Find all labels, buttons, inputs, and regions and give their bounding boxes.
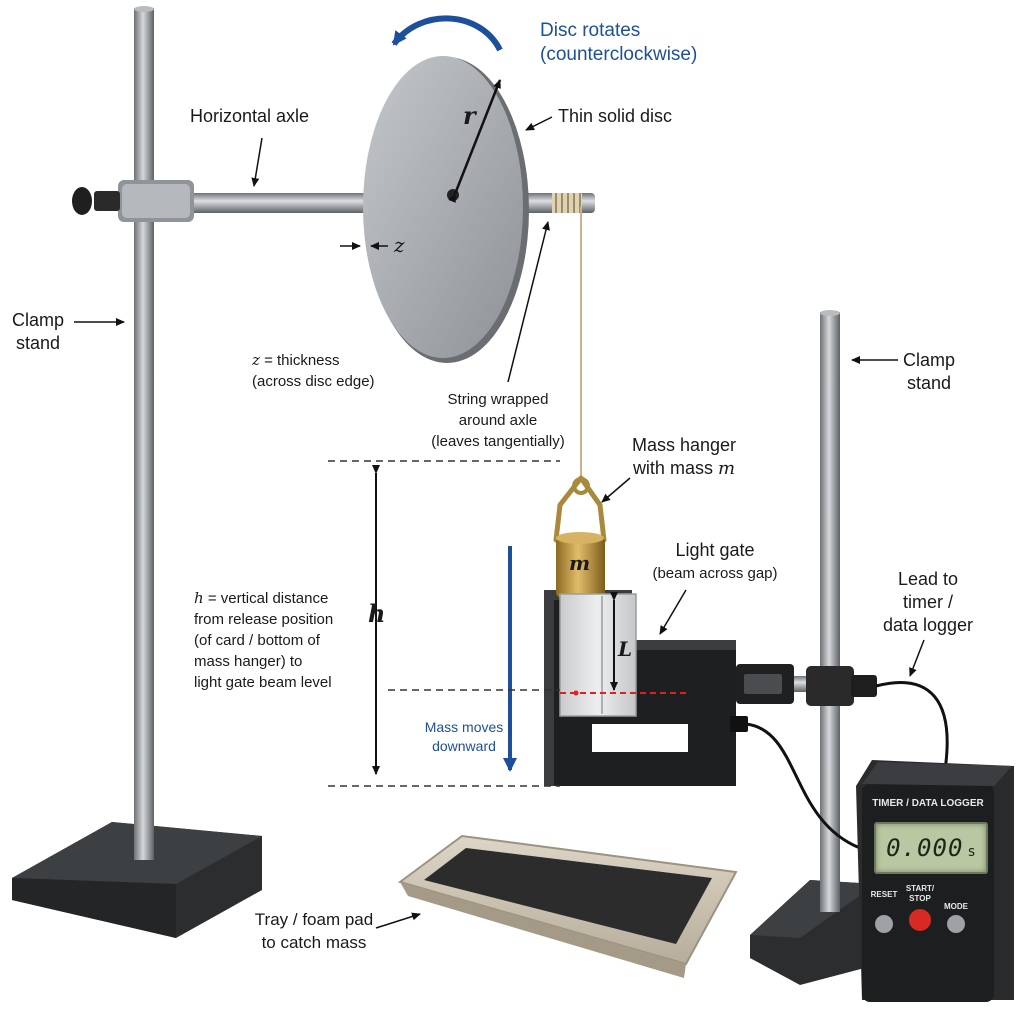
right-stand-line-1: Clamp xyxy=(902,350,955,370)
radius-symbol: r xyxy=(463,101,476,130)
left-stand-line-2: stand xyxy=(15,333,61,353)
tray-label: Tray / foam pad to catch mass xyxy=(252,908,376,954)
height-note-line-3: (of card / bottom of xyxy=(194,632,320,649)
timer-lead-cable xyxy=(875,681,949,771)
mass-hanger-symbol: m xyxy=(717,458,736,479)
gate-lead-cable xyxy=(745,722,861,850)
mass-hanger-label: Mass hanger with mass m xyxy=(622,434,746,480)
thickness-note: z = thickness (across disc edge) xyxy=(252,350,375,392)
lead-line-1: Lead to xyxy=(897,569,959,589)
mass-hanger-line-2: with mass xyxy=(632,458,718,478)
right-clamp-stand-label: Clamp stand xyxy=(900,349,958,395)
thin-solid-disc xyxy=(363,56,529,363)
height-note: h = vertical distance from release posit… xyxy=(194,588,333,693)
card-length-symbol: L xyxy=(618,637,633,661)
thickness-note-text: = thickness xyxy=(259,352,340,369)
height-note-line-4: mass hanger) to xyxy=(194,653,303,670)
timer-reading: 0.000 xyxy=(886,834,964,862)
string-note: String wrapped around axle (leaves tange… xyxy=(420,389,576,452)
start-stop-button[interactable] xyxy=(909,909,931,931)
radius-dimension xyxy=(448,79,502,203)
mass-hanger xyxy=(553,207,637,717)
mass-hanger-line-1: Mass hanger xyxy=(631,435,737,455)
height-note-line-2: from release position xyxy=(194,611,334,628)
mode-button[interactable] xyxy=(947,915,965,933)
string-note-line-1: String wrapped xyxy=(447,391,549,408)
disc-rotates-line-1: Disc rotates xyxy=(540,20,641,41)
leader-hanger xyxy=(601,477,631,503)
left-clamp-stand-label: Clamp stand xyxy=(10,309,66,355)
horizontal-axle-label: Horizontal axle xyxy=(190,106,310,126)
timer-reset-label: RESET xyxy=(870,890,898,899)
start-stop-line-2: STOP xyxy=(909,894,931,903)
height-note-line-5: light gate beam level xyxy=(194,674,332,691)
tray-line-1: Tray / foam pad xyxy=(254,910,374,929)
thickness-note-line-2: (across disc edge) xyxy=(252,373,375,390)
disc-rotates-label: Disc rotates (counterclockwise) xyxy=(540,19,697,67)
timer-title: TIMER / DATA LOGGER xyxy=(872,798,984,809)
left-clamp-stand xyxy=(12,6,262,938)
rotation-arrow xyxy=(391,15,503,52)
height-symbol: h xyxy=(368,599,386,628)
timer-display: 0.000 s xyxy=(874,822,988,874)
string-note-line-2: around axle xyxy=(458,412,538,429)
start-stop-line-1: START/ xyxy=(905,884,935,893)
lead-line-3: data logger xyxy=(882,615,974,635)
mass-symbol: m xyxy=(569,551,591,575)
leader-axle xyxy=(251,137,263,187)
disc-rotates-line-2: (counterclockwise) xyxy=(540,44,698,65)
timer-unit: s xyxy=(967,844,976,860)
mass-moves-line-1: Mass moves xyxy=(424,719,504,735)
leader-light-gate xyxy=(659,589,687,635)
height-note-symbol: h xyxy=(194,589,204,607)
thickness-note-symbol: z xyxy=(252,351,260,369)
thickness-symbol: z xyxy=(394,233,405,257)
timer-data-logger xyxy=(856,760,1014,1002)
right-clamp-stand xyxy=(750,310,877,985)
tray-line-2: to catch mass xyxy=(261,933,367,952)
leader-string xyxy=(507,221,550,383)
right-stand-line-2: stand xyxy=(906,373,952,393)
lead-line-2: timer / xyxy=(902,592,953,612)
light-gate-line-1: Light gate xyxy=(675,540,755,560)
light-gate-label: Light gate (beam across gap) xyxy=(650,539,780,585)
light-gate-line-2: (beam across gap) xyxy=(652,565,778,582)
tray-foam-pad xyxy=(397,834,738,978)
leader-tray xyxy=(375,912,421,929)
lead-label: Lead to timer / data logger xyxy=(878,568,978,637)
reset-button[interactable] xyxy=(875,915,893,933)
mass-moves-line-2: downward xyxy=(432,738,496,754)
leader-lead xyxy=(909,639,925,677)
leader-disc xyxy=(525,116,553,131)
thin-solid-disc-label: Thin solid disc xyxy=(558,106,673,126)
string-note-line-3: (leaves tangentially) xyxy=(431,433,565,450)
timer-start-stop-label: START/ STOP xyxy=(900,884,940,904)
height-note-text: = vertical distance xyxy=(203,590,329,607)
timer-mode-label: MODE xyxy=(944,902,968,911)
mass-moves-label: Mass moves downward xyxy=(418,718,510,756)
axle-string-coil xyxy=(552,193,582,213)
left-stand-line-1: Clamp xyxy=(11,310,64,330)
